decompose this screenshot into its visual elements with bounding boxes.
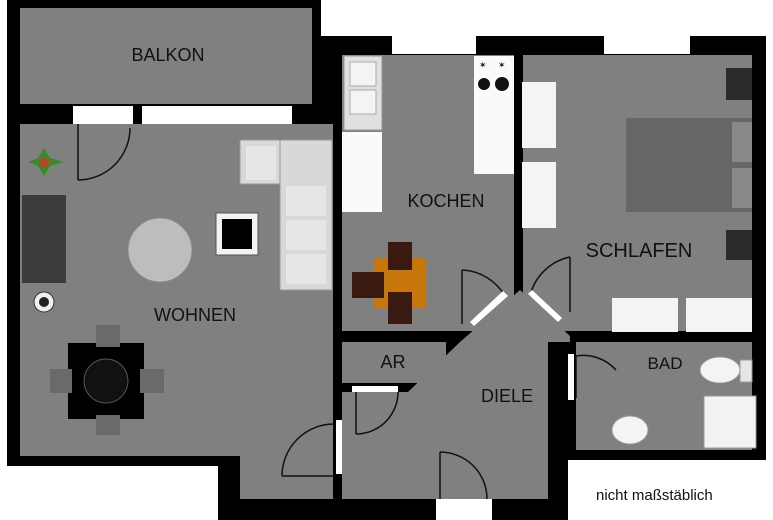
bed bbox=[626, 118, 752, 212]
window bbox=[392, 36, 476, 54]
dresser bbox=[686, 298, 752, 332]
dining-chair bbox=[140, 369, 164, 393]
nightstand bbox=[726, 230, 752, 260]
room-label-schlafen: SCHLAFEN bbox=[586, 240, 693, 262]
room-label-kochen: KOCHEN bbox=[407, 191, 484, 211]
shower bbox=[703, 395, 757, 449]
window bbox=[73, 106, 133, 124]
room-label-bad: BAD bbox=[648, 354, 683, 373]
toilet bbox=[699, 356, 741, 384]
nightstand bbox=[726, 68, 752, 100]
room-label-wohnen: WOHNEN bbox=[154, 305, 236, 325]
wohnen-furniture bbox=[22, 139, 333, 435]
diele-floor bbox=[342, 290, 570, 499]
dining-chair bbox=[96, 325, 120, 347]
bad-fixtures bbox=[611, 356, 757, 449]
scale-note: nicht maßstäblich bbox=[596, 487, 713, 504]
kitchen-chair bbox=[352, 272, 384, 298]
sofa-cushion bbox=[246, 146, 276, 180]
wardrobe bbox=[522, 82, 556, 148]
sofa-cushion bbox=[286, 254, 326, 284]
sofa-cushion bbox=[286, 186, 326, 216]
kochen-furniture: ✶ ✶ bbox=[342, 55, 514, 324]
sideboard bbox=[22, 195, 66, 283]
schlafen-furniture bbox=[522, 68, 752, 332]
window bbox=[142, 106, 292, 124]
dining-table bbox=[83, 358, 129, 404]
room-label-diele: DIELE bbox=[481, 386, 533, 406]
washbasin bbox=[611, 415, 649, 445]
round-rug bbox=[127, 217, 193, 283]
door-entrance bbox=[439, 451, 488, 500]
wohnen-floor-extension bbox=[240, 320, 333, 499]
window bbox=[604, 36, 690, 54]
svg-text:✶: ✶ bbox=[498, 60, 506, 70]
wardrobe bbox=[522, 162, 556, 228]
windows bbox=[73, 36, 690, 520]
stove bbox=[474, 56, 514, 174]
door-ar bbox=[355, 391, 399, 435]
dining-chair bbox=[50, 369, 72, 393]
room-label-ar: AR bbox=[380, 352, 405, 372]
balkon-floor bbox=[20, 8, 312, 104]
door-bad bbox=[575, 354, 617, 398]
counter bbox=[342, 132, 382, 212]
dining-chair bbox=[96, 415, 120, 435]
sofa-cushion bbox=[286, 220, 326, 250]
door-wohnen bbox=[281, 423, 335, 477]
door-balkon bbox=[77, 124, 131, 181]
svg-text:✶: ✶ bbox=[479, 60, 487, 70]
window bbox=[436, 499, 492, 520]
dresser bbox=[612, 298, 678, 332]
kitchen-chair bbox=[388, 242, 412, 270]
room-label-balkon: BALKON bbox=[131, 45, 204, 65]
doors bbox=[77, 124, 617, 500]
kitchen-chair bbox=[388, 292, 412, 324]
